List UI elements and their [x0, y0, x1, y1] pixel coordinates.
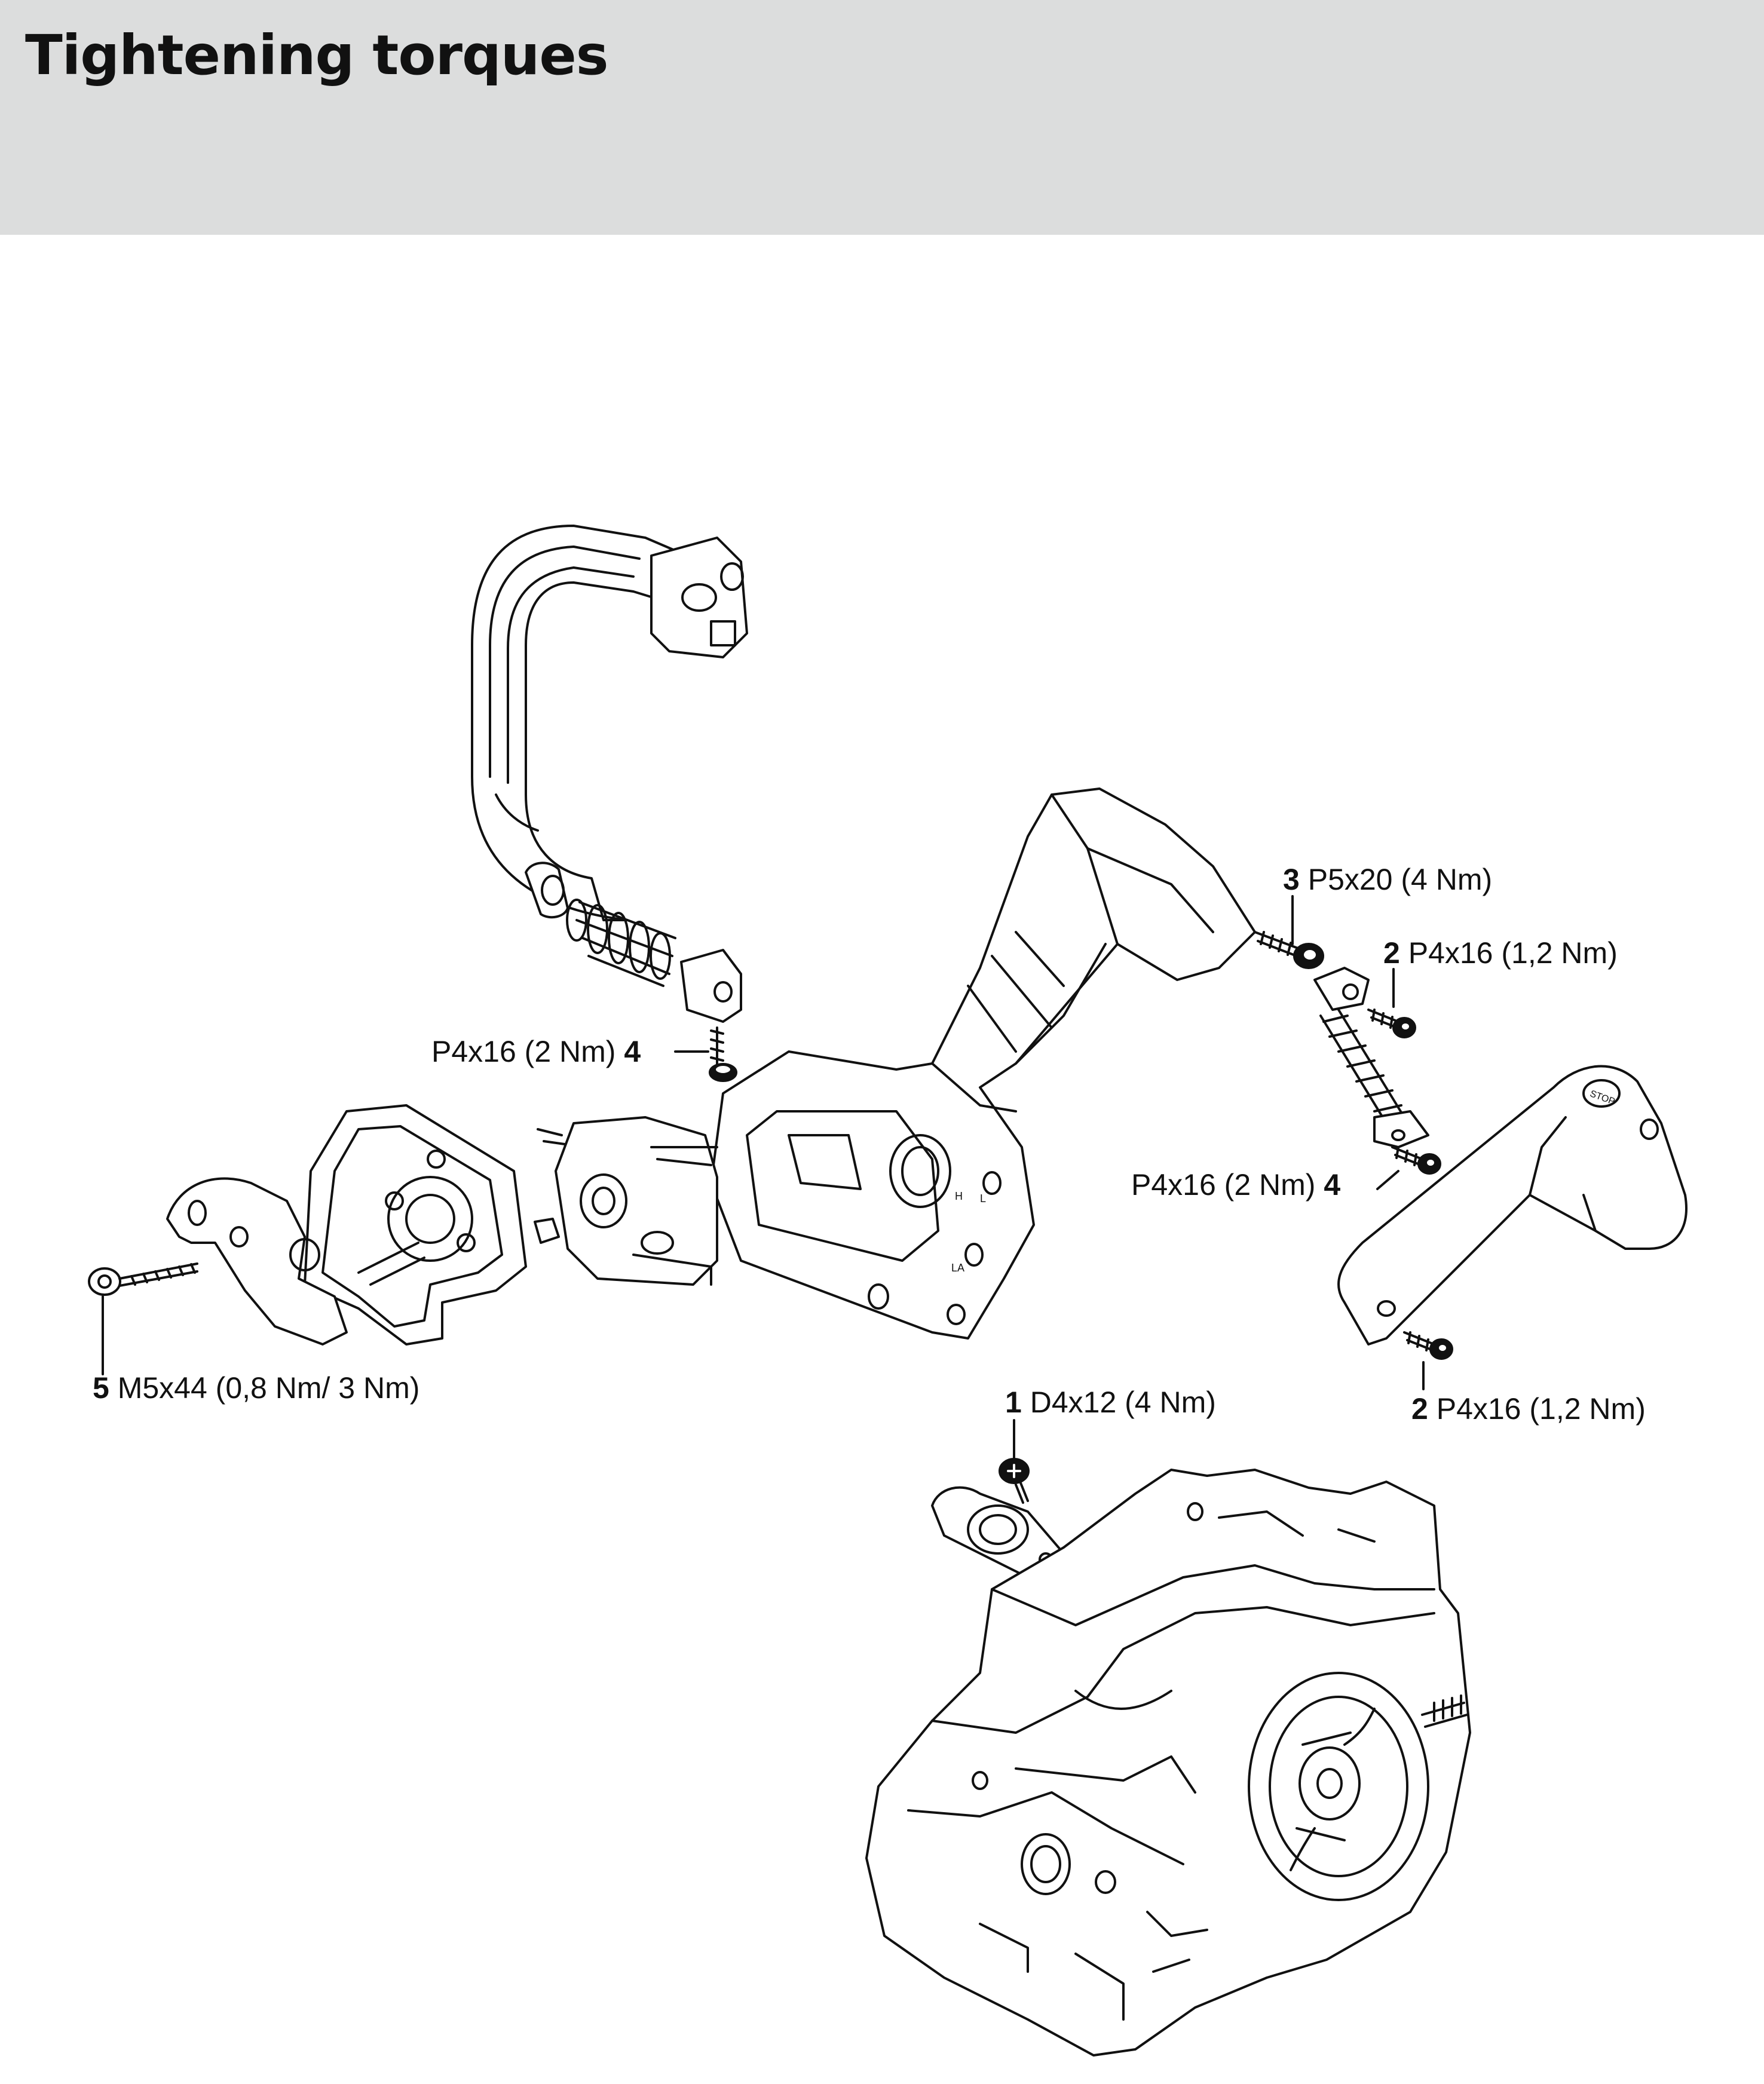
callout-spec: P4x16 (1,2 Nm) [1436, 1392, 1646, 1426]
throttle-handle-piece [166, 1177, 348, 1346]
callout-1: 1 D4x12 (4 Nm) [1005, 1387, 1216, 1417]
callout-spec: M5x44 (0,8 Nm/ 3 Nm) [117, 1371, 420, 1405]
callout-number: 1 [1005, 1386, 1022, 1419]
screw-3 [1254, 931, 1324, 969]
mark-la: LA [951, 1262, 964, 1274]
engine-housing [865, 1469, 1471, 2057]
callout-spec: P4x16 (1,2 Nm) [1408, 936, 1618, 970]
front-handle-bar [471, 525, 748, 921]
callout-2-lower: 2 P4x16 (1,2 Nm) [1411, 1394, 1646, 1424]
mark-l: L [980, 1193, 986, 1205]
av-bracket [680, 949, 742, 1023]
callout-number: 3 [1283, 863, 1300, 896]
callout-3: 3 P5x20 (4 Nm) [1283, 865, 1492, 894]
screw-4-left [709, 1026, 737, 1082]
callout-spec: P4x16 (2 Nm) [431, 1035, 616, 1068]
callout-spec: D4x12 (4 Nm) [1030, 1386, 1216, 1419]
carburetor [534, 1116, 718, 1286]
callout-spec: P4x16 (2 Nm) [1131, 1168, 1316, 1202]
rear-av-assembly [1313, 967, 1429, 1148]
screw-5 [88, 1262, 198, 1296]
callout-spec: P5x20 (4 Nm) [1307, 863, 1493, 896]
handle-housing: H L LA [710, 787, 1256, 1340]
screw-1 [999, 1458, 1030, 1504]
screw-4-right [1391, 1146, 1441, 1175]
callout-2-upper: 2 P4x16 (1,2 Nm) [1383, 938, 1618, 968]
screw-2-lower [1403, 1331, 1453, 1360]
callout-4-right: P4x16 (2 Nm) 4 [1131, 1170, 1340, 1200]
mark-h: H [955, 1190, 963, 1202]
header-band [0, 0, 1764, 235]
callout-number: 2 [1383, 936, 1400, 970]
front-av-spring [566, 899, 676, 987]
callout-number: 4 [624, 1035, 641, 1068]
callout-number: 5 [93, 1371, 109, 1405]
callout-5: 5 M5x44 (0,8 Nm/ 3 Nm) [93, 1373, 419, 1403]
callout-number: 2 [1411, 1392, 1428, 1426]
rear-grip-cover: STOP [1337, 1065, 1688, 1346]
page-title: Tightening torques [25, 23, 608, 87]
filter-base-plate [304, 1104, 527, 1346]
leader-4-right [1376, 1170, 1399, 1190]
callout-4-left: P4x16 (2 Nm) 4 [431, 1037, 641, 1066]
callout-number: 4 [1324, 1168, 1341, 1202]
screw-2-upper [1367, 1009, 1416, 1038]
